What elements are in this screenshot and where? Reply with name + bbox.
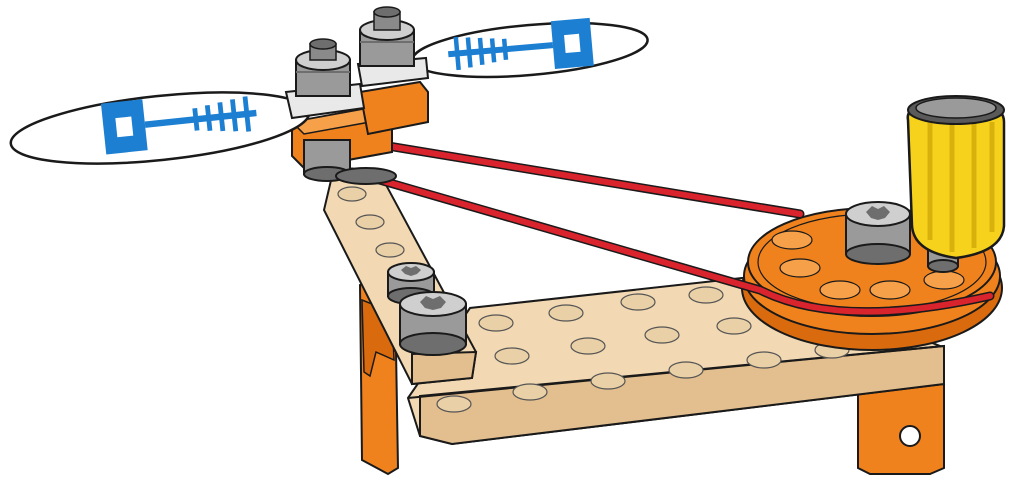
propeller-blade-left <box>9 80 311 165</box>
propeller-nut-right <box>356 6 430 88</box>
screwdriver-crank <box>906 95 1006 273</box>
red-drive-belt <box>347 141 995 317</box>
propeller-hub <box>290 80 429 185</box>
pulley-center-bolt <box>845 201 911 265</box>
bracket-hole <box>899 425 921 447</box>
arm-bolt-lower <box>399 291 467 356</box>
propeller-nut-left <box>284 38 366 120</box>
propeller-blade-right <box>411 15 649 85</box>
